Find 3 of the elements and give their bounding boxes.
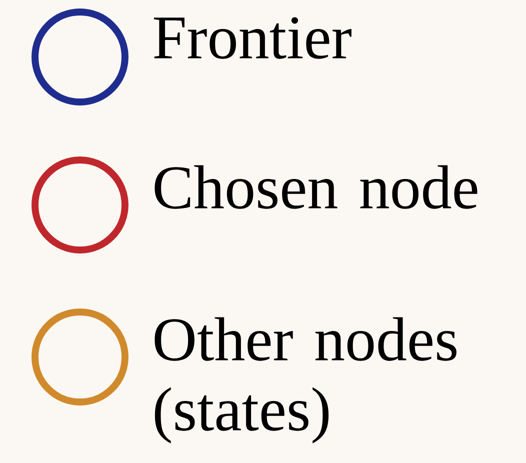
legend-label: Frontier <box>154 17 352 59</box>
legend-label: Other nodes (states) <box>154 317 456 444</box>
legend-label: Chosen node <box>154 165 478 209</box>
